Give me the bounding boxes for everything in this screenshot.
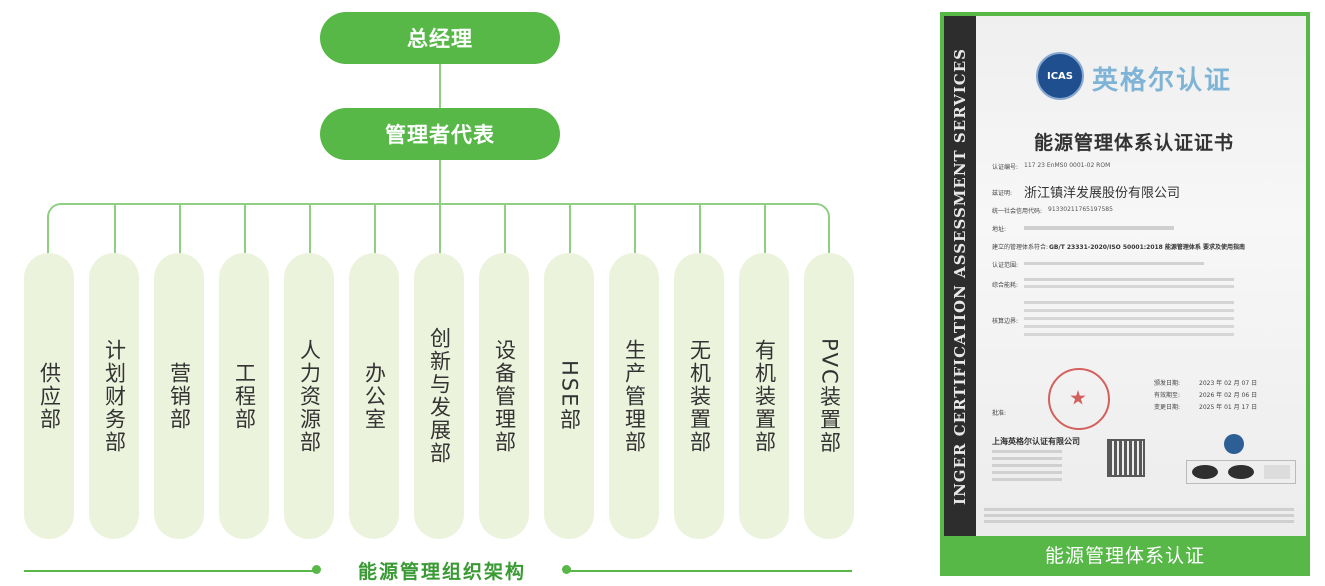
certificate-side-text: INGER CERTIFICATION ASSESSMENT SERVICES (951, 47, 969, 505)
accreditation-logos (1186, 460, 1296, 484)
department-label: 计划财务部 (102, 338, 127, 454)
scope-text-blur (1024, 262, 1204, 265)
connector-mid (439, 160, 441, 204)
department-label: 创新与发展部 (427, 327, 452, 465)
department-supply: 供应部 (24, 253, 74, 539)
certificate-frame: INGER CERTIFICATION ASSESSMENT SERVICES … (940, 12, 1310, 576)
approve-label: 批准: (992, 410, 1007, 417)
connector-top (439, 64, 441, 108)
footer-rule-right (570, 570, 852, 572)
department-label: 生产管理部 (622, 338, 647, 454)
issuer-name: 上海英格尔认证有限公司 (992, 437, 1080, 446)
department-pvc: PVC装置部 (804, 253, 854, 539)
date-labels: 颁发日期: 有效期至: 变更日期: (1154, 378, 1180, 414)
footer-dot-left (312, 565, 321, 574)
branch-drop (764, 203, 766, 255)
department-hr: 人力资源部 (284, 253, 334, 539)
department-production: 生产管理部 (609, 253, 659, 539)
department-label: 工程部 (232, 361, 257, 431)
address-label: 地址: (992, 226, 1007, 233)
branch-connector (47, 203, 830, 255)
footer-fine-print-blur (984, 508, 1294, 511)
holder-label: 兹证明: (992, 190, 1013, 197)
icas-logo-icon: ICAS (1036, 52, 1084, 100)
certificate-image: INGER CERTIFICATION ASSESSMENT SERVICES … (944, 16, 1306, 536)
branch-drop (179, 203, 181, 255)
address-text-blur (1024, 226, 1174, 230)
icas-logo-text: ICAS (1046, 70, 1073, 82)
scope-label: 认证范围: (992, 262, 1019, 269)
representative-label: 管理者代表 (385, 123, 495, 147)
standard-label: 建立的管理体系符合: (992, 244, 1049, 251)
certificate-side-bar: INGER CERTIFICATION ASSESSMENT SERVICES (944, 16, 976, 536)
org-chart-title: 能源管理组织架构 (357, 561, 526, 583)
department-label: HSE部 (557, 360, 582, 432)
department-label: PVC装置部 (817, 337, 842, 455)
department-label: 无机装置部 (687, 338, 712, 454)
certificate-title: 能源管理体系认证证书 (1034, 132, 1235, 154)
department-inorganic: 无机装置部 (674, 253, 724, 539)
accreditation-mark-icon (1228, 465, 1254, 479)
department-label: 办公室 (362, 361, 387, 431)
issuer-details-blur (992, 450, 1062, 453)
branch-drop (244, 203, 246, 255)
department-finance: 计划财务部 (89, 253, 139, 539)
footer-dot-right (562, 565, 571, 574)
change-date: 2025 年 01 月 17 日 (1199, 404, 1258, 411)
department-office: 办公室 (349, 253, 399, 539)
seal-stamp-icon (1048, 368, 1110, 430)
department-marketing: 营销部 (154, 253, 204, 539)
department-label: 有机装置部 (752, 338, 777, 454)
department-label: 设备管理部 (492, 338, 517, 454)
general-manager-label: 总经理 (407, 27, 473, 51)
branch-drop (309, 203, 311, 255)
department-hse: HSE部 (544, 253, 594, 539)
general-manager-box: 总经理 (320, 12, 560, 64)
department-equipment: 设备管理部 (479, 253, 529, 539)
department-label: 供应部 (37, 361, 62, 431)
valid-until-label: 有效期至: (1154, 392, 1181, 399)
branch-drop (699, 203, 701, 255)
credit-label: 统一社会信用代码: (992, 208, 1043, 215)
accreditation-mark-icon (1192, 465, 1218, 479)
branch-drop (504, 203, 506, 255)
icas-badge-icon (1224, 434, 1244, 454)
date-values: 2023 年 02 月 07 日 2026 年 02 月 06 日 2025 年… (1199, 378, 1257, 414)
holder-name: 浙江镇洋发展股份有限公司 (1024, 186, 1181, 201)
department-innovation: 创新与发展部 (414, 253, 464, 539)
branch-drop (634, 203, 636, 255)
department-label: 人力资源部 (297, 338, 322, 454)
valid-until: 2026 年 02 月 06 日 (1199, 392, 1258, 399)
issue-date-label: 颁发日期: (1154, 380, 1181, 387)
standard-text: GB/T 23331-2020/ISO 50001:2018 能源管理体系 要求… (1049, 244, 1246, 251)
credit-code: 91330211765197585 (1048, 206, 1113, 213)
certificate-caption: 能源管理体系认证 (1044, 544, 1205, 567)
boundary-label: 核算边界: (992, 318, 1019, 325)
department-organic: 有机装置部 (739, 253, 789, 539)
energy-label: 综合能耗: (992, 282, 1019, 289)
branch-drop (439, 203, 441, 255)
cert-no: 117 23 EnMS0 0001-02 ROM (1024, 162, 1111, 169)
branch-drop (374, 203, 376, 255)
footer-rule-left (24, 570, 314, 572)
branch-drop (569, 203, 571, 255)
energy-text-blur (1024, 278, 1234, 281)
certificate-brand: 英格尔认证 (1092, 66, 1233, 96)
cert-no-label: 认证编号: (992, 164, 1019, 171)
branch-drop (114, 203, 116, 255)
accreditation-mark-icon (1264, 465, 1290, 479)
department-engineering: 工程部 (219, 253, 269, 539)
qr-code-icon (1107, 439, 1145, 477)
change-date-label: 变更日期: (1154, 404, 1181, 411)
boundary-text-blur (1024, 301, 1234, 304)
issue-date: 2023 年 02 月 07 日 (1199, 380, 1258, 387)
representative-box: 管理者代表 (320, 108, 560, 160)
department-label: 营销部 (167, 361, 192, 431)
